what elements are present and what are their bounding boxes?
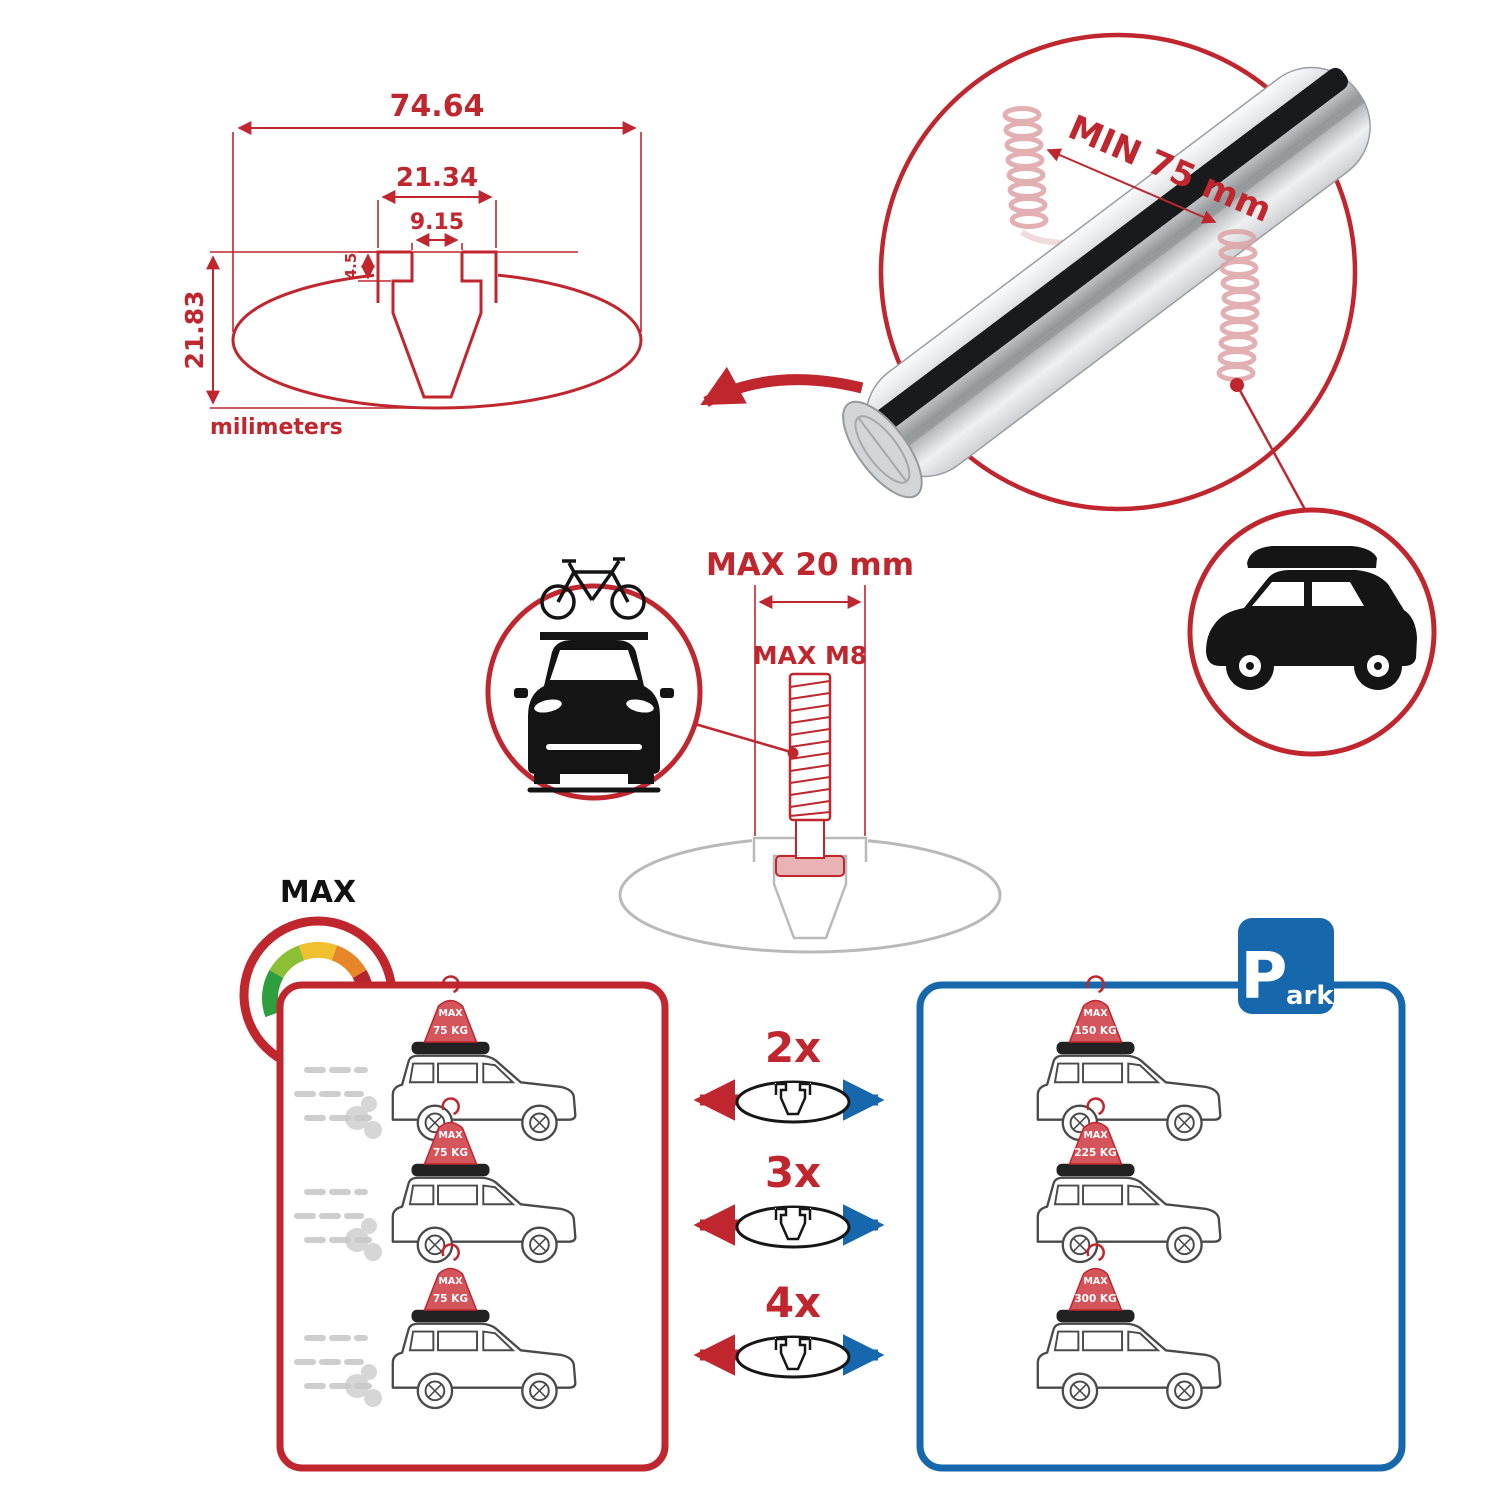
crossbar-detail-circle: MIN 75 mm	[700, 32, 1371, 516]
tag-load-label: 150 KG	[1074, 1025, 1116, 1037]
tag-max-label: MAX	[438, 1276, 463, 1287]
roof-load-tag: MAX 300 KG	[1068, 1243, 1123, 1311]
parked-car-1: MAX 150 KG	[1036, 975, 1222, 1142]
units-label: milimeters	[210, 415, 343, 440]
crossbar-bar	[842, 66, 1371, 499]
bar-count-row-3: 4x	[693, 1278, 885, 1379]
speed-max-heading: MAX	[280, 875, 356, 910]
tag-max-label: MAX	[438, 1130, 463, 1141]
bolt-max-width-label: MAX 20 mm	[706, 547, 914, 583]
tag-load-label: 75 KG	[433, 1293, 468, 1305]
parking-sign: P ark	[1238, 918, 1334, 1014]
parked-car-2: MAX 225 KG	[1036, 1097, 1222, 1264]
driving-car-3: MAX 75 KG	[297, 1243, 577, 1408]
crossbar-section-icon	[735, 1205, 851, 1249]
roof-load-tag: MAX 75 KG	[423, 1243, 478, 1311]
tag-max-label: MAX	[1083, 1130, 1108, 1141]
bolt-threads	[789, 680, 831, 817]
min-span-arrow	[1046, 148, 1217, 224]
tag-load-label: 225 KG	[1074, 1147, 1116, 1159]
bar-count-label: 2x	[765, 1023, 821, 1072]
t-slot-inner	[391, 252, 483, 399]
dim-lip-label: 4.5	[342, 253, 360, 280]
parking-panel: P ark MAX 150 KG MAX 225 KG	[916, 918, 1406, 1472]
t-bolt-icon	[775, 672, 845, 877]
crossbar-section-icon	[735, 1335, 851, 1379]
parking-sign-suffix: ark	[1286, 981, 1334, 1011]
bar-count-row-2: 3x	[693, 1148, 885, 1249]
rubber-strip	[867, 67, 1348, 437]
tag-max-label: MAX	[1083, 1276, 1108, 1287]
roof-load-tag: MAX 150 KG	[1068, 975, 1123, 1043]
bike-icon	[540, 557, 646, 620]
dim-width-label: 74.64	[390, 89, 485, 124]
callout-dot	[787, 747, 799, 759]
suv-roofbox-circle	[1187, 507, 1437, 757]
bar-count-rows: 2x 3x 4x	[693, 1023, 885, 1379]
driving-car-1: MAX 75 KG	[297, 975, 577, 1140]
roof-load-tag: MAX 75 KG	[423, 1097, 478, 1165]
dim-slot-label: 9.15	[410, 210, 464, 235]
tag-load-label: 75 KG	[433, 1025, 468, 1037]
t-bolt-diagram: MAX 20 mm MAX M8	[618, 547, 1002, 954]
roof-load-tag: MAX 75 KG	[423, 975, 478, 1043]
dim-channel-label: 21.34	[396, 163, 478, 193]
crossbar-section-icon	[735, 1080, 851, 1124]
roof-load-tag: MAX 225 KG	[1068, 1097, 1123, 1165]
tag-load-label: 300 KG	[1074, 1293, 1116, 1305]
bar-count-row-1: 2x	[693, 1023, 885, 1124]
driving-car-2: MAX 75 KG	[297, 1097, 577, 1262]
parked-car-3: MAX 300 KG	[1036, 1243, 1222, 1410]
car-front-circle	[485, 557, 703, 801]
tag-max-label: MAX	[1083, 1008, 1108, 1019]
clamp-spring-icon	[1002, 106, 1261, 382]
driving-panel: MAX 75 KG MAX 75 KG MAX 75 KG	[276, 975, 669, 1472]
cross-section-drawing: 74.64 21.34 9.15 4.5 21.83 milimeters	[180, 89, 643, 440]
bar-count-label: 3x	[765, 1148, 821, 1197]
zoom-arrow-to-drawing	[700, 366, 864, 407]
tag-max-label: MAX	[438, 1008, 463, 1019]
parking-sign-letter: P	[1241, 940, 1288, 1014]
bolt-thread-label: MAX M8	[753, 641, 867, 670]
tag-load-label: 75 KG	[433, 1147, 468, 1159]
car-front-icon	[514, 632, 674, 793]
suv-roofbox-icon	[1206, 546, 1417, 690]
bar-count-label: 4x	[765, 1278, 821, 1327]
dim-height-label: 21.83	[180, 290, 209, 369]
